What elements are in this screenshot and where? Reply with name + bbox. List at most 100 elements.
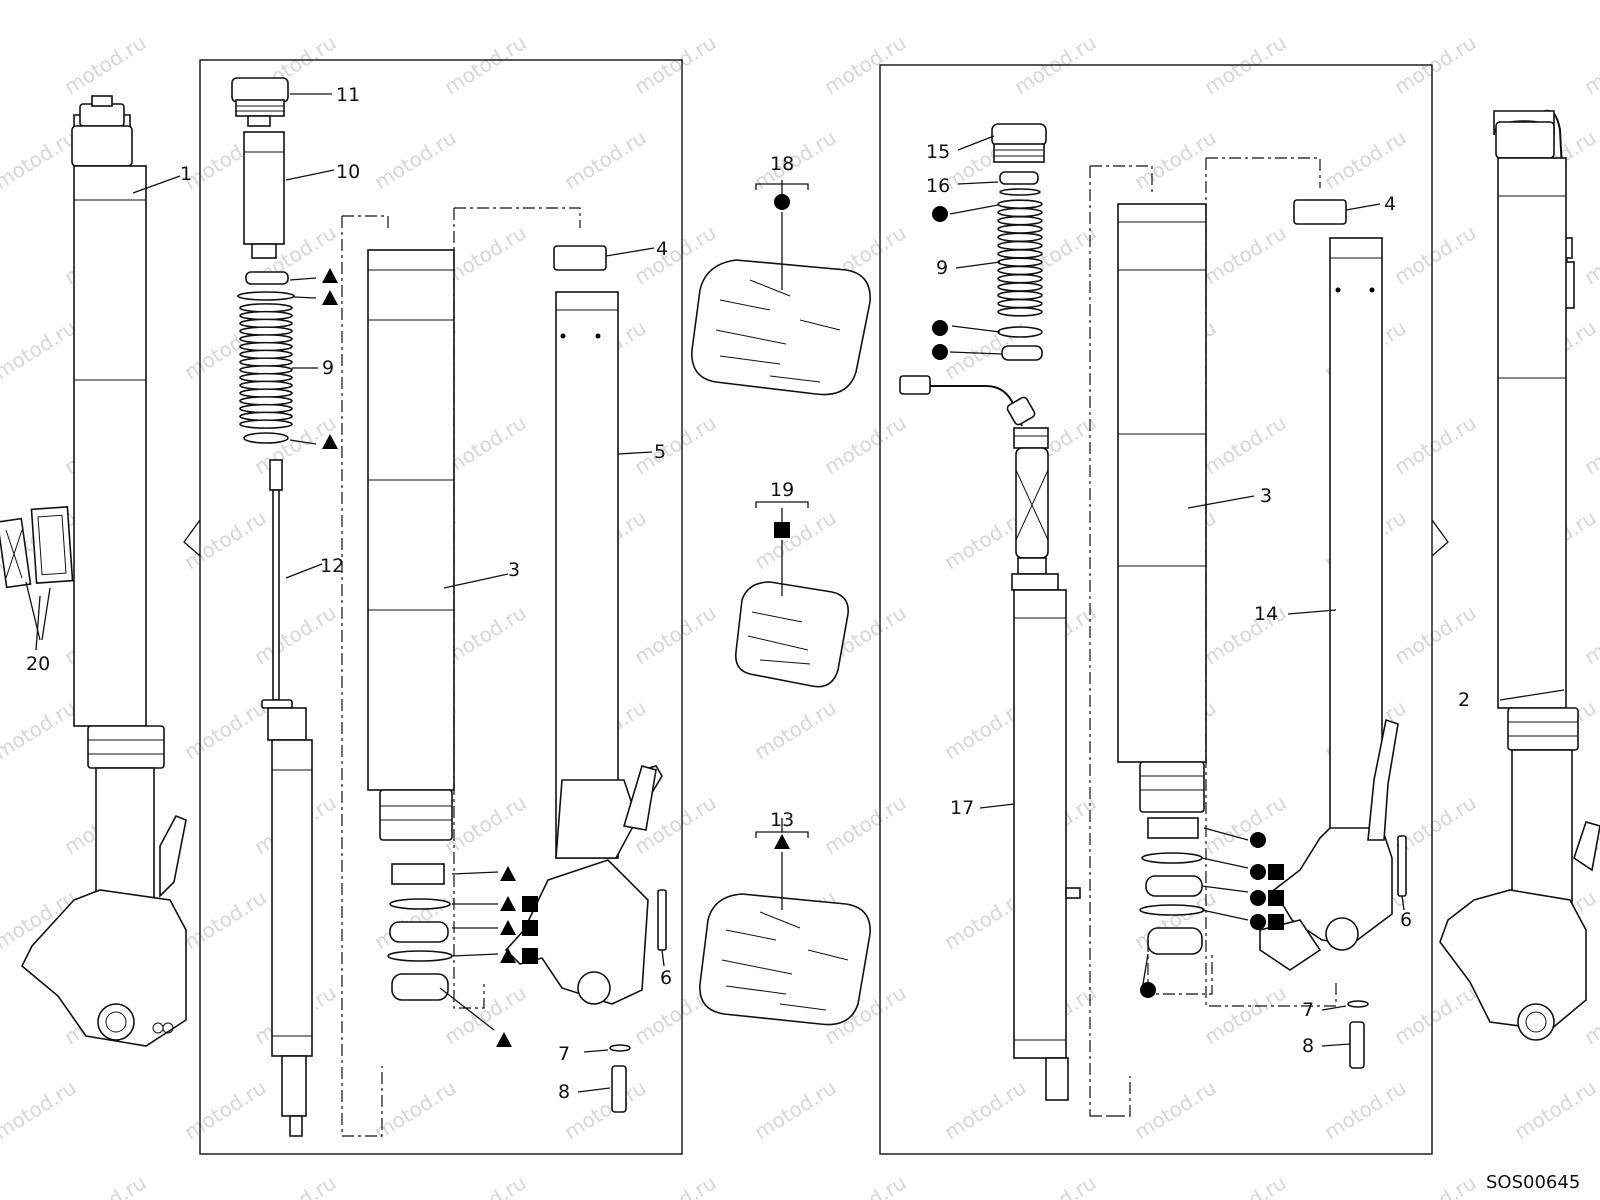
watermark-text: motod.ru <box>1010 1170 1101 1200</box>
spacer-tube-10 <box>243 131 285 259</box>
watermark-text: motod.ru <box>1580 220 1600 289</box>
spring-coil <box>997 249 1043 259</box>
watermark-text: motod.ru <box>750 1075 841 1144</box>
callout-9-right: 9 <box>936 257 948 279</box>
damper-rod-12 <box>261 459 313 1137</box>
watermark-text: motod.ru <box>1510 0 1600 4</box>
watermark-text: motod.ru <box>820 1170 911 1200</box>
callout-11: 11 <box>336 84 360 106</box>
triangle-symbol <box>322 268 338 283</box>
spring-seat-ring <box>237 291 295 301</box>
spring-coil <box>239 310 293 321</box>
watermark-text: motod.ru <box>180 885 271 954</box>
watermark-text: motod.ru <box>820 790 911 859</box>
callout-5: 5 <box>654 441 666 463</box>
spring-seat-16 <box>999 188 1041 196</box>
watermark-text: motod.ru <box>750 695 841 764</box>
spring-coil <box>239 326 293 336</box>
fork-leg-right-assembly <box>1439 109 1600 1041</box>
ring-right-d <box>1139 904 1205 916</box>
watermark-text: motod.ru <box>180 695 271 764</box>
kit-18-seal-kit <box>691 259 871 396</box>
bolt-8-right <box>1349 1021 1365 1069</box>
square-symbol <box>522 948 538 964</box>
legend-symbols <box>322 194 1284 1047</box>
cap-15 <box>991 123 1047 163</box>
circle-symbol <box>1250 914 1266 930</box>
callout-7-left: 7 <box>558 1043 570 1065</box>
bushing-right-a <box>1147 817 1199 839</box>
triangle-symbol <box>496 1032 512 1047</box>
watermark-text: motod.ru <box>750 0 841 4</box>
spring-coil <box>239 411 293 422</box>
bolt-6-left <box>657 889 667 951</box>
watermark-text: motod.ru <box>440 1170 531 1200</box>
watermark-text: motod.ru <box>0 315 80 384</box>
washer-16 <box>999 171 1039 185</box>
callout-10: 10 <box>336 161 360 183</box>
watermark-text: motod.ru <box>1320 125 1411 194</box>
watermark-text: motod.ru <box>1130 125 1221 194</box>
callout-20: 20 <box>26 653 50 675</box>
square-symbol <box>774 522 790 538</box>
spring-coil <box>239 396 293 406</box>
bushing-right-b <box>1145 875 1203 897</box>
watermark-text: motod.ru <box>1580 600 1600 669</box>
ring-right-a <box>997 326 1043 338</box>
callout-12: 12 <box>320 555 344 577</box>
ring-left-b <box>387 950 453 962</box>
watermark-text: motod.ru <box>1130 0 1221 4</box>
watermark-text: motod.ru <box>180 505 271 574</box>
washer-right-b <box>1001 345 1043 361</box>
group-bracket-right-b <box>1205 157 1337 1007</box>
watermark-text: motod.ru <box>0 695 80 764</box>
kit-19-bushing-kit <box>734 581 849 688</box>
watermark-text: motod.ru <box>1200 980 1291 1049</box>
circle-symbol <box>1140 982 1156 998</box>
spring-coil <box>239 303 293 313</box>
watermark-text: motod.ru <box>630 30 721 99</box>
triangle-symbol <box>500 896 516 911</box>
spring-9-left <box>239 303 293 429</box>
ring-right-c <box>1141 852 1203 864</box>
watermark-text: motod.ru <box>560 1075 651 1144</box>
callout-14: 14 <box>1254 603 1278 625</box>
watermark-text: motod.ru <box>1390 220 1481 289</box>
seal-right <box>1147 927 1203 955</box>
outer-tube-5 <box>504 291 663 1005</box>
watermark-text: motod.ru <box>1320 0 1411 4</box>
watermark-text: motod.ru <box>440 30 531 99</box>
watermark-text: motod.ru <box>1390 410 1481 479</box>
watermark-text: motod.ru <box>630 1170 721 1200</box>
watermark-text: motod.ru <box>1200 790 1291 859</box>
seal-left <box>391 973 449 1001</box>
circle-symbol <box>932 344 948 360</box>
callout-3-left: 3 <box>508 559 520 581</box>
spring-coil <box>997 207 1043 218</box>
washer-7-right <box>1347 1000 1369 1008</box>
spring-coil <box>997 232 1043 243</box>
watermark-text: motod.ru <box>60 1170 151 1200</box>
spring-coil <box>997 307 1043 317</box>
triangle-symbol <box>500 920 516 935</box>
watermark-text: motod.ru <box>60 30 151 99</box>
watermark-text: motod.ru <box>1580 30 1600 99</box>
watermark-text: motod.ru <box>1390 600 1481 669</box>
cap-11 <box>231 77 289 127</box>
callout-16: 16 <box>926 175 950 197</box>
spring-coil <box>239 318 293 329</box>
spring-coil <box>239 372 293 383</box>
ring-left-a <box>389 898 451 910</box>
circle-symbol <box>932 320 948 336</box>
square-symbol <box>1268 890 1284 906</box>
callout-6-left: 6 <box>660 967 672 989</box>
callout-19: 19 <box>770 479 794 501</box>
watermark-text: motod.ru <box>1130 1075 1221 1144</box>
spring-coil <box>239 388 293 398</box>
callout-13: 13 <box>770 809 794 831</box>
spring-coil <box>997 282 1043 292</box>
spring-coil <box>239 380 293 391</box>
outer-tube-14 <box>1259 237 1399 971</box>
watermark-text: motod.ru <box>250 600 341 669</box>
watermark-text: motod.ru <box>0 1075 80 1144</box>
